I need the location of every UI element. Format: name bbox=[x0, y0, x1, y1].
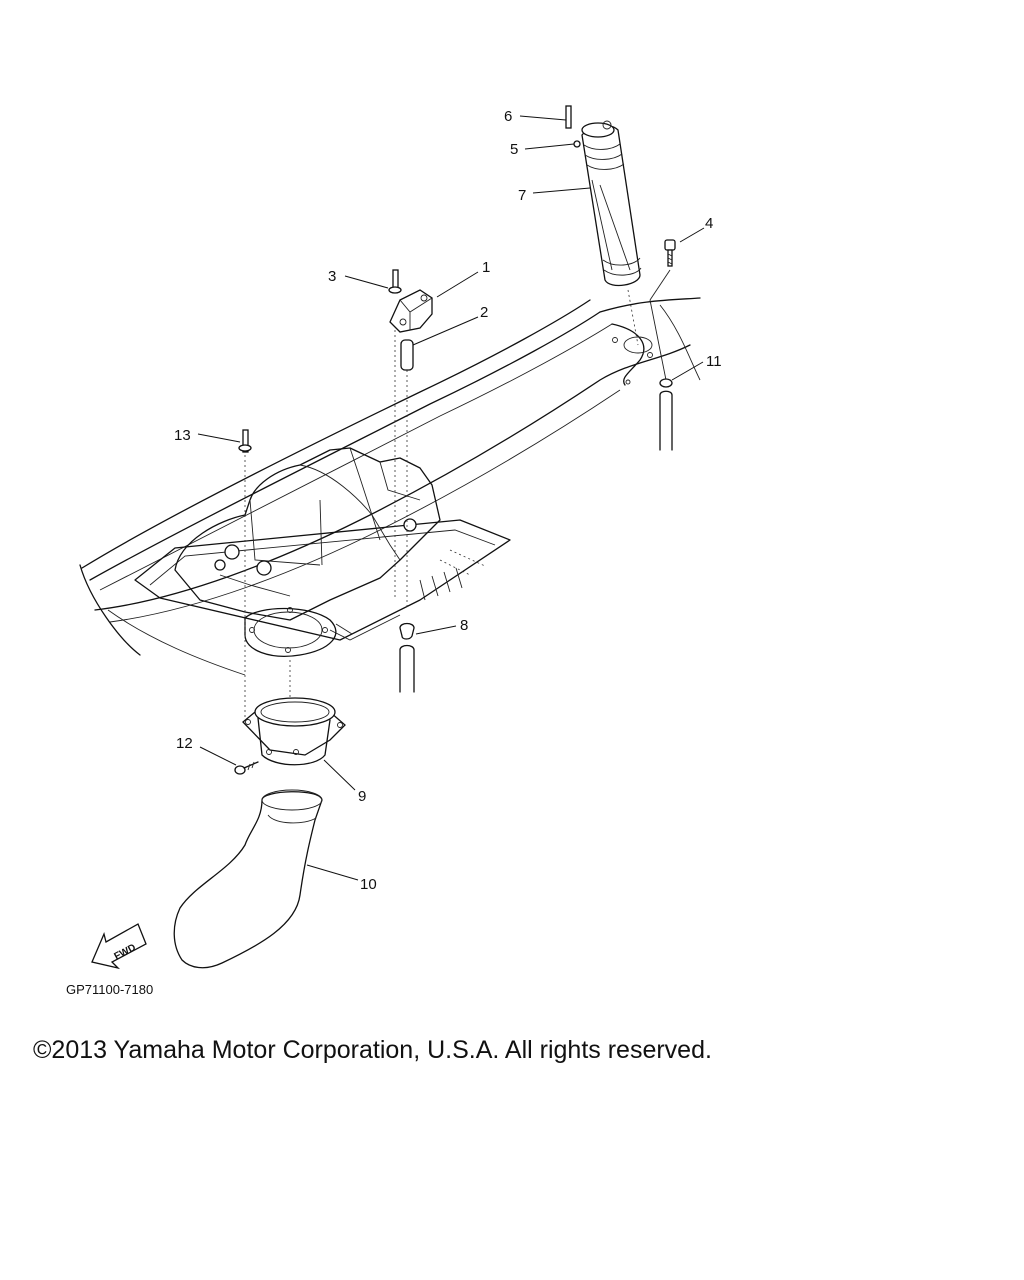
part-2-rod bbox=[400, 339, 414, 371]
callout-11: 11 bbox=[706, 353, 722, 370]
part-3-rivet bbox=[388, 269, 402, 294]
part-4-bolt bbox=[664, 239, 676, 267]
leader-lines bbox=[197, 115, 705, 881]
floor-opening bbox=[244, 607, 337, 657]
callout-labels: 1 2 3 4 5 6 7 8 9 10 11 12 13 bbox=[174, 108, 722, 893]
callout-6: 6 bbox=[504, 108, 512, 125]
part-7-hose bbox=[581, 120, 642, 287]
callout-10: 10 bbox=[360, 876, 377, 893]
copyright-notice: ©2013 Yamaha Motor Corporation, U.S.A. A… bbox=[33, 1036, 712, 1064]
part-11-grommet bbox=[659, 378, 673, 451]
callout-3: 3 bbox=[328, 268, 336, 285]
deck-plate-right bbox=[612, 336, 653, 385]
part-1-bracket bbox=[389, 289, 433, 333]
part-6-pin bbox=[565, 105, 572, 129]
hull-deck-outline bbox=[79, 297, 701, 676]
part-13-rivet bbox=[238, 429, 252, 453]
callout-4: 4 bbox=[705, 215, 713, 232]
assembly-lines bbox=[244, 269, 671, 720]
callout-12: 12 bbox=[176, 735, 193, 752]
part-10-intake-duct bbox=[173, 789, 323, 969]
part-12-screw bbox=[234, 761, 259, 775]
part-5-clamp bbox=[573, 140, 581, 148]
callout-5: 5 bbox=[510, 141, 518, 158]
diagram-code: GP71100-7180 bbox=[66, 982, 153, 997]
part-8-clip bbox=[399, 622, 415, 693]
fwd-arrow-icon: FWD bbox=[91, 923, 147, 970]
engine-housing bbox=[174, 447, 441, 621]
callout-1: 1 bbox=[482, 259, 490, 276]
callout-8: 8 bbox=[460, 617, 468, 634]
part-9-duct-adapter bbox=[242, 697, 346, 766]
exploded-parts-diagram: FWD 1 2 3 4 5 6 7 8 9 10 11 12 13 GP7110… bbox=[66, 105, 722, 997]
callout-9: 9 bbox=[358, 788, 366, 805]
callout-13: 13 bbox=[174, 427, 191, 444]
callout-7: 7 bbox=[518, 187, 526, 204]
callout-2: 2 bbox=[480, 304, 488, 321]
